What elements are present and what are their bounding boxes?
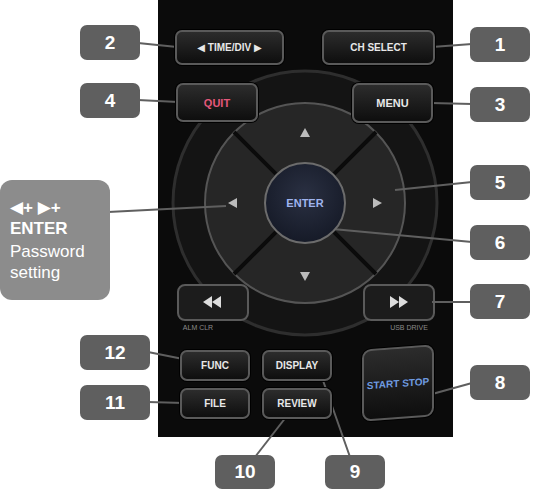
callout-number: 3	[470, 87, 530, 122]
node-text: START STOP	[367, 375, 429, 390]
leader-line	[138, 100, 178, 102]
node-text: QUIT	[204, 97, 230, 109]
leader-line	[431, 103, 472, 104]
down-arrow	[300, 272, 310, 281]
menu-button: MENU	[352, 83, 433, 123]
forward-icon	[399, 296, 408, 308]
forward-icon	[390, 296, 399, 308]
display-button: DISPLAY	[262, 350, 332, 381]
callout-number: 1	[470, 27, 530, 62]
node-text: Password setting	[10, 241, 102, 283]
node-text: REVIEW	[277, 398, 316, 409]
leader-line	[138, 43, 177, 47]
callout-number: 2	[80, 25, 140, 60]
key-label: USB DRIVE	[384, 322, 434, 332]
leader-line	[108, 206, 226, 212]
rewind-icon	[203, 296, 212, 308]
node-text: FILE	[204, 398, 226, 409]
leader-line	[395, 182, 472, 190]
rewind-button	[178, 285, 248, 320]
leader-line	[148, 402, 184, 403]
dpad-gap	[234, 132, 376, 274]
node-text: DISPLAY	[276, 360, 318, 371]
dpad-ring	[173, 71, 437, 335]
node-text: MENU	[376, 97, 408, 109]
callout-number: 11	[80, 385, 150, 420]
node-text: ENTER	[286, 197, 323, 209]
ch-select-button: CH SELECT	[322, 30, 435, 65]
time-div-button: ◀ TIME/DIV ▶	[175, 30, 284, 65]
dpad	[205, 103, 405, 303]
dpad-gap	[234, 132, 376, 274]
left-arrow	[228, 198, 237, 208]
leader-line	[432, 301, 472, 303]
quit-button: QUIT	[176, 83, 258, 122]
node-text: FUNC	[201, 360, 229, 371]
callout-number: 8	[470, 365, 530, 400]
callout-number: 12	[80, 335, 150, 370]
callout-number: 5	[470, 165, 530, 200]
node-text: ◀ TIME/DIV ▶	[197, 42, 261, 53]
right-arrow	[373, 198, 382, 208]
key-label: ALM CLR	[178, 322, 218, 332]
node-text: ◀+ ▶+ ENTER	[10, 197, 102, 239]
file-button: FILE	[180, 388, 250, 419]
callout-number: 6	[470, 225, 530, 260]
leader-line	[322, 228, 472, 242]
password-callout: ◀+ ▶+ ENTERPassword setting	[0, 180, 110, 300]
callout-number: 10	[215, 455, 275, 489]
up-arrow	[300, 128, 310, 137]
callout-number: 9	[325, 455, 385, 489]
panel	[158, 0, 453, 437]
enter-button: ENTER	[264, 162, 346, 244]
review-button: REVIEW	[262, 388, 332, 419]
func-button: FUNC	[180, 350, 250, 381]
leader-line	[432, 44, 472, 47]
forward-button	[364, 285, 434, 320]
callout-number: 4	[80, 83, 140, 118]
start-stop-button: START STOP	[362, 344, 434, 421]
rewind-icon	[212, 296, 221, 308]
callout-number: 7	[470, 284, 530, 319]
node-text: CH SELECT	[350, 42, 407, 53]
